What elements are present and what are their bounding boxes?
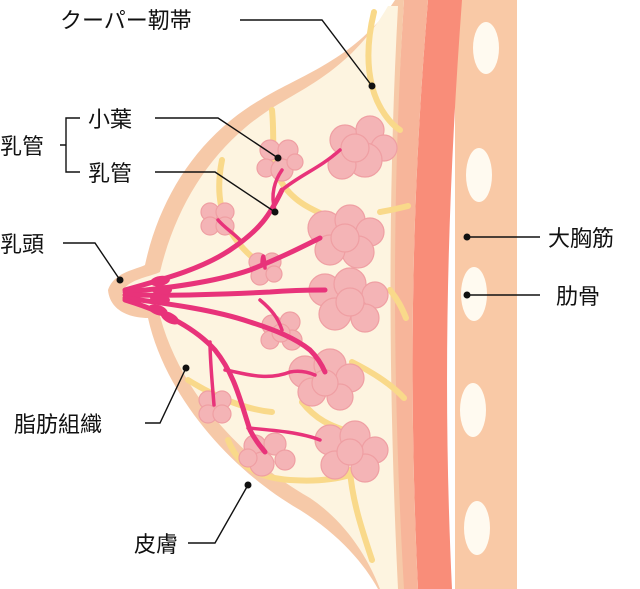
rib	[460, 383, 486, 437]
leader-lines	[60, 19, 540, 544]
marker-dot	[271, 208, 279, 216]
lobule	[308, 267, 389, 333]
label-skin: 皮膚	[134, 533, 178, 558]
rib	[473, 22, 499, 74]
pectoralis-muscle	[412, 0, 462, 589]
ribs	[460, 22, 499, 555]
marker-dot	[463, 291, 471, 299]
lobule	[307, 204, 385, 269]
pectoralis-edge	[390, 0, 428, 589]
label-nipple: 乳頭	[0, 233, 44, 258]
marker-dot	[368, 82, 376, 90]
rib	[466, 148, 492, 202]
lobule	[327, 115, 398, 180]
marker-dot	[244, 481, 252, 489]
label-fat-tissue: 脂肪組織	[14, 413, 102, 438]
lobule	[256, 139, 304, 182]
lobule	[238, 432, 296, 477]
marker-dot	[274, 154, 282, 162]
label-pectoralis: 大胸筋	[548, 227, 614, 252]
rib	[464, 501, 490, 555]
marker-dot	[116, 276, 124, 284]
lobule	[314, 420, 389, 483]
bracket	[60, 117, 80, 173]
label-cooper-ligament: クーパー靭帯	[60, 9, 192, 34]
marker-dot	[463, 233, 471, 241]
label-lobule: 小葉	[88, 108, 132, 133]
label-rib: 肋骨	[556, 285, 600, 310]
milk-ducts	[122, 148, 342, 455]
label-duct: 乳管	[88, 162, 132, 187]
marker-dot	[182, 364, 190, 372]
rib	[461, 267, 487, 321]
label-duct-group: 乳管	[0, 135, 44, 160]
